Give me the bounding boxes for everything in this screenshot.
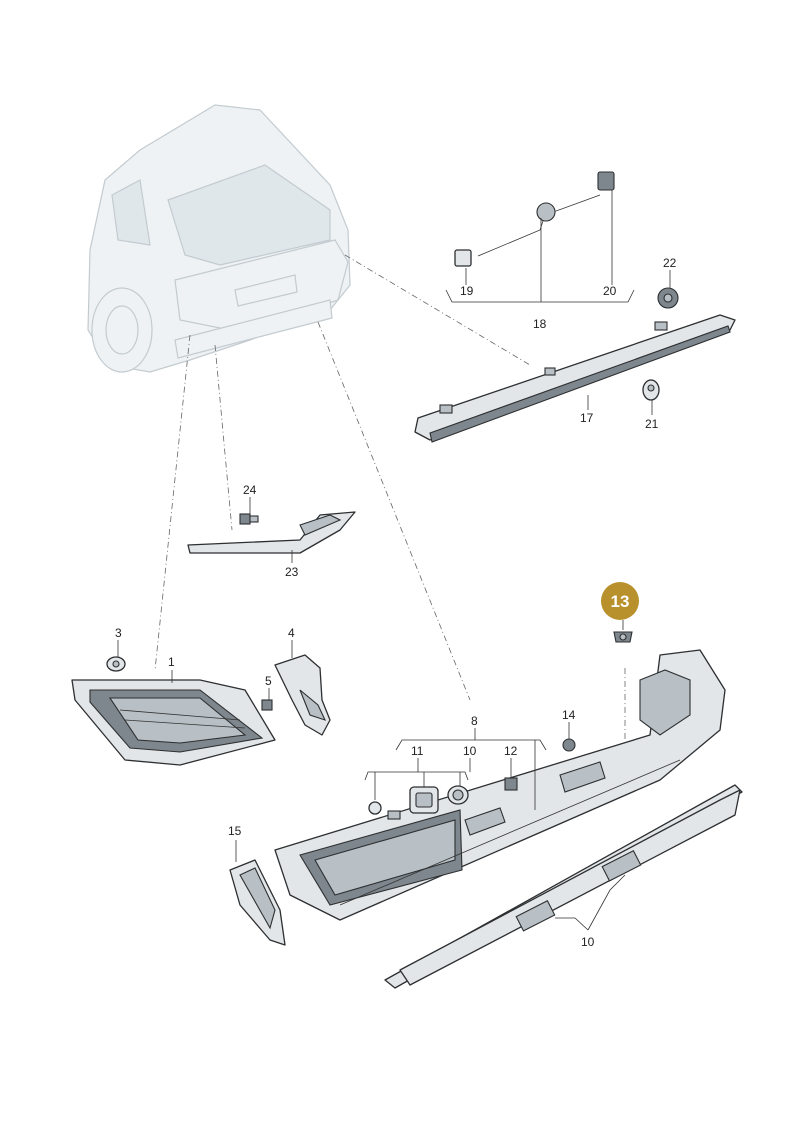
callout-3[interactable]: 3	[115, 626, 122, 640]
part-8-light-bar[interactable]	[274, 649, 726, 921]
part-11-seals[interactable]	[368, 785, 469, 820]
part-4-bracket[interactable]	[274, 654, 331, 736]
part-12-clip[interactable]	[504, 777, 518, 791]
callout-labels: 19 20 18 22 17 21 24 23 3 1 4 5 8 14 11 …	[115, 256, 677, 949]
callout-13: 13	[611, 592, 630, 611]
part-5-screw[interactable]	[261, 699, 273, 711]
part-17-brake-light[interactable]	[414, 314, 736, 443]
leader-lines	[117, 190, 671, 931]
part-1-tail-lamp[interactable]	[71, 679, 276, 766]
callout-17[interactable]: 17	[580, 411, 594, 425]
part-19-connector	[454, 249, 472, 267]
part-20-connector	[597, 171, 615, 191]
part-21-grommet[interactable]	[642, 379, 660, 401]
vehicle-rear-view	[87, 104, 351, 373]
grommet-icon	[536, 202, 556, 222]
callout-18[interactable]: 18	[533, 317, 547, 331]
callout-14[interactable]: 14	[562, 708, 576, 722]
part-24-screw[interactable]	[239, 513, 259, 525]
part-23-trim-strip[interactable]	[187, 511, 356, 554]
part-15-end-cap[interactable]	[229, 859, 286, 946]
part-3-grommet[interactable]	[106, 656, 126, 672]
callout-11[interactable]: 11	[411, 744, 424, 758]
callout-21[interactable]: 21	[645, 417, 659, 431]
part-13-nut[interactable]	[613, 631, 633, 643]
callout-1[interactable]: 1	[168, 655, 175, 669]
callout-15[interactable]: 15	[228, 824, 242, 838]
callout-20[interactable]: 20	[603, 284, 617, 298]
callout-24[interactable]: 24	[243, 483, 257, 497]
relation-lines	[154, 254, 626, 745]
part-10-reflector-strip[interactable]	[384, 784, 743, 989]
part-14-nut[interactable]	[562, 738, 576, 752]
part-22-nut[interactable]	[657, 287, 679, 309]
callout-19[interactable]: 19	[460, 284, 474, 298]
highlight-badge-13[interactable]: 13	[601, 582, 639, 620]
callout-23[interactable]: 23	[285, 565, 299, 579]
callout-22[interactable]: 22	[663, 256, 677, 270]
callout-12[interactable]: 12	[504, 744, 518, 758]
callout-8[interactable]: 8	[471, 714, 478, 728]
callout-10-upper[interactable]: 10	[463, 744, 477, 758]
callout-10-lower[interactable]: 10	[581, 935, 595, 949]
part-18-wiring-harness[interactable]	[454, 171, 615, 267]
callout-5[interactable]: 5	[265, 674, 272, 688]
callout-4[interactable]: 4	[288, 626, 295, 640]
